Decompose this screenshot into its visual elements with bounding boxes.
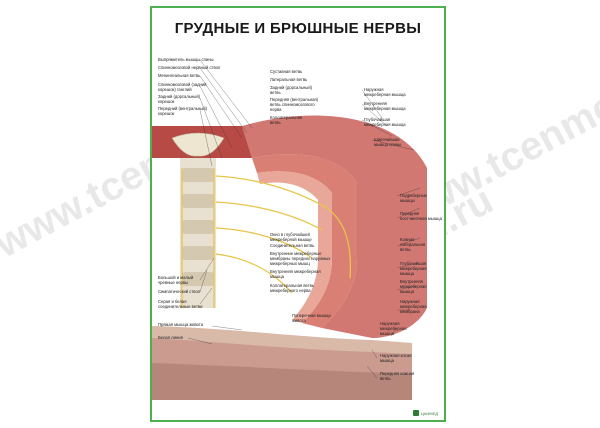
- label-left-7: Симпатический ствол: [158, 289, 201, 294]
- label-left-10: Белая линия: [158, 335, 183, 340]
- label-left-1: Спинномозговой нервный ствол: [158, 65, 221, 70]
- label-left-4: Задний (дорсальный) корешок: [158, 94, 201, 104]
- anatomy-illustration: [152, 59, 427, 400]
- label-right-9: Наружная межреберная мембрана: [400, 299, 427, 314]
- label-right-3: Широчайшая мышца спины: [374, 137, 402, 147]
- label-left-2: Менингеальная ветвь: [158, 73, 201, 78]
- label-mid-0: Суставная ветвь: [270, 69, 303, 74]
- label-mid-2: Задний (дорсальный) ветвь: [270, 85, 313, 95]
- label-left-9: Прямая мышца живота: [158, 322, 204, 327]
- poster: ГРУДНЫЕ И БРЮШНЫЕ НЕРВЫ: [150, 6, 446, 422]
- label-left-0: Выпрямитель мышцы спины: [158, 57, 214, 62]
- poster-title: ГРУДНЫЕ И БРЮШНЫЕ НЕРВЫ: [174, 20, 422, 37]
- label-right-1: Внутренняя межреберная мышца: [364, 101, 406, 111]
- label-left-5: Передний (вентральный) корешок: [158, 106, 207, 116]
- label-left-3: Спинномозговой (задний корешок) ганглий: [158, 82, 207, 92]
- label-left-8: Серая и белая соединительные ветви: [158, 299, 203, 309]
- logo-text: ЦАНМЕД: [420, 410, 438, 416]
- label-right-10: Наружная межреберная мышца: [380, 321, 407, 336]
- logo-icon: [412, 410, 419, 416]
- label-mid-8: Внутренняя межреберная мышца: [270, 269, 321, 279]
- label-mid-6: Соединительная ветвь: [270, 243, 315, 248]
- label-mid-7: Внутренние межреберные мембраны передних…: [270, 251, 331, 266]
- label-right-2: Глубочайшая межреберная мышца: [364, 117, 406, 127]
- label-right-4: Подреберные мышцы: [400, 193, 427, 203]
- publisher-logo: ЦАНМЕД: [412, 410, 438, 416]
- label-right-0: Наружная межреберная мышца: [364, 87, 406, 97]
- label-right-7: Глубочайшая межреберная мышца: [400, 261, 427, 276]
- label-left-6: Большой и малый чревные нервы: [158, 275, 194, 285]
- label-mid-9: Коллатеральная ветвь межреберного нерва: [270, 283, 315, 293]
- label-right-12: Передняя кожная ветвь: [380, 371, 415, 381]
- label-mid-1: Латеральная ветвь: [270, 77, 308, 82]
- label-mid-4: Коллатеральная ветвь: [270, 115, 303, 125]
- label-right-8: Внутренняя межреберная мышца: [400, 279, 427, 294]
- label-right-11: Наружная косая мышца: [380, 353, 412, 363]
- label-mid-3: Передняя (вентральная) ветвь спинномозго…: [270, 97, 319, 112]
- label-mid-5: Окно в глубочайшей межреберной мышце: [270, 232, 312, 242]
- label-mid-10: Поперечная мышца живота: [292, 313, 331, 323]
- label-right-6: Кожная латеральная ветвь: [400, 237, 426, 252]
- label-right-5: Передняя постчиночная мышца: [400, 211, 442, 221]
